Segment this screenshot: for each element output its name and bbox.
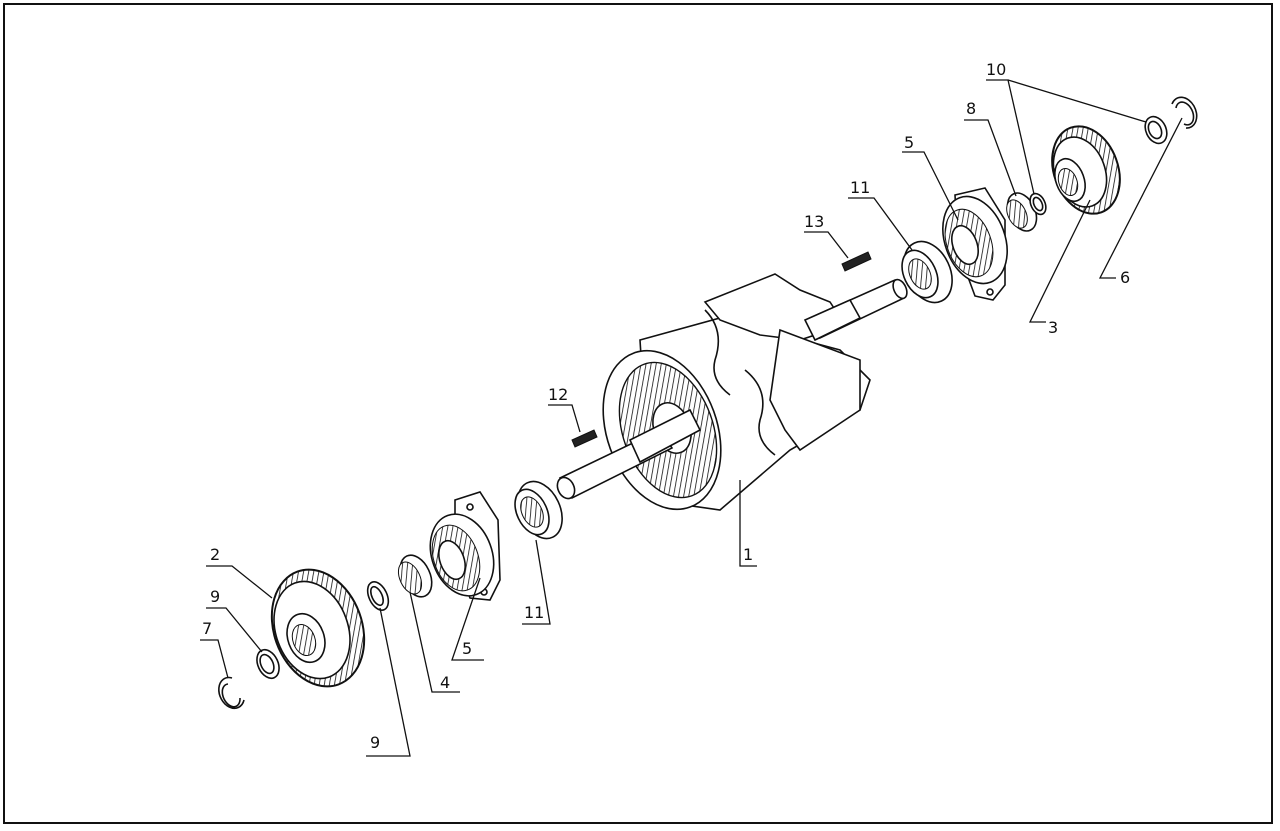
- label-11-right: 11: [850, 178, 870, 197]
- bearing-11-left: [514, 480, 563, 540]
- label-1: 1: [743, 545, 753, 564]
- label-9-left: 9: [210, 587, 220, 606]
- label-11-left: 11: [524, 603, 544, 622]
- label-3: 3: [1048, 318, 1058, 337]
- washer-10-outer: [1144, 115, 1168, 145]
- needle-bearing-4: [397, 554, 433, 598]
- snap-ring-6: [1171, 96, 1198, 129]
- label-12: 12: [548, 385, 568, 404]
- sprocket-2: [270, 568, 366, 688]
- flange-housing-5-left: [429, 491, 501, 601]
- washer-9-left: [256, 648, 280, 680]
- key-13: [841, 251, 872, 272]
- label-5-right: 5: [904, 133, 914, 152]
- flange-housing-5-right: [942, 187, 1008, 301]
- key-12: [571, 429, 598, 448]
- label-13: 13: [804, 212, 824, 231]
- label-8: 8: [966, 99, 976, 118]
- rotor-shaft-left: [556, 408, 702, 500]
- needle-bearing-8: [1006, 192, 1038, 232]
- sprocket-3: [1051, 125, 1121, 215]
- washer-9-right: [366, 581, 390, 611]
- bearing-11-right: [901, 240, 953, 304]
- rotor-shaft-right: [803, 278, 908, 342]
- label-6: 6: [1120, 268, 1130, 287]
- label-5-left: 5: [462, 639, 472, 658]
- label-2: 2: [210, 545, 220, 564]
- label-4: 4: [440, 673, 450, 692]
- washer-10-inner: [1029, 192, 1047, 216]
- leader-lines: [200, 79, 1183, 757]
- label-7: 7: [202, 619, 212, 638]
- label-9-right: 9: [370, 733, 380, 752]
- snap-ring-7: [218, 676, 245, 710]
- label-10: 10: [986, 60, 1006, 79]
